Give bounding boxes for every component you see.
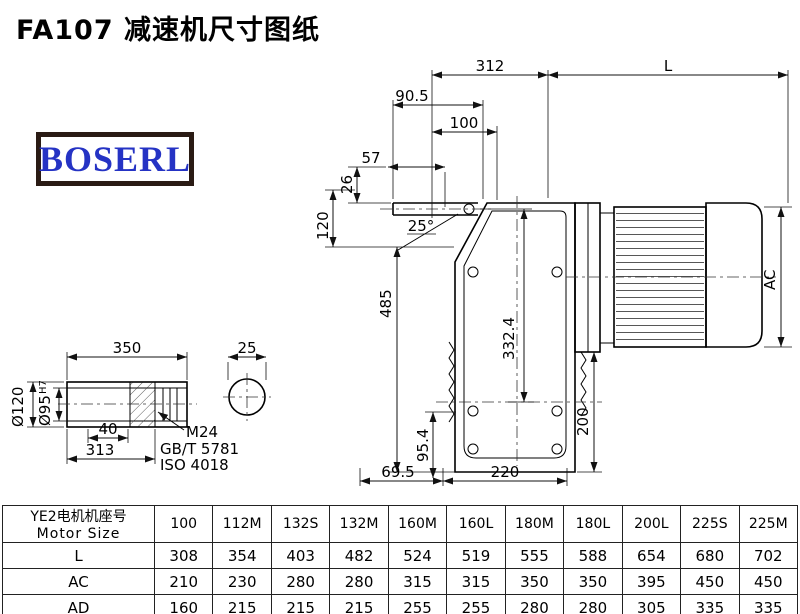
col-header-200L: 200L <box>621 505 682 543</box>
table-header-row: YE2电机机座号 Motor Size 100 112M 132S 132M 1… <box>2 505 799 543</box>
col-header-132S: 132S <box>270 505 331 543</box>
col-header-160M: 160M <box>387 505 448 543</box>
col-header-225M: 225M <box>738 505 799 543</box>
value-cell: 215 <box>270 594 331 614</box>
dim-57: 57 <box>361 149 380 167</box>
value-cell: 524 <box>387 542 448 569</box>
dim-120: 120 <box>314 211 332 240</box>
shaft-detail-dimensions: 350 Ø120 Ø95 H7 40 313 25 <box>9 339 267 464</box>
motor-size-header-en: Motor Size <box>36 526 121 542</box>
boserl-logo: BOSERL <box>36 132 194 186</box>
shaft-detail-view <box>58 373 271 428</box>
value-cell: 335 <box>738 594 799 614</box>
value-cell: 395 <box>621 568 682 595</box>
value-cell: 255 <box>387 594 448 614</box>
callout-gbt-5781: GB/T 5781 <box>160 440 239 458</box>
thread-callout: M24 GB/T 5781 ISO 4018 <box>157 411 239 474</box>
dim-dia120: Ø120 <box>9 387 27 427</box>
table-row-AD: AD 160 215 215 215 255 255 280 280 305 3… <box>2 594 799 614</box>
value-cell: 350 <box>504 568 565 595</box>
value-cell: 280 <box>270 568 331 595</box>
col-header-132M: 132M <box>329 505 389 543</box>
value-cell: 450 <box>738 568 799 595</box>
value-cell: 280 <box>329 568 389 595</box>
value-cell: 255 <box>446 594 506 614</box>
dim-350: 350 <box>113 339 142 357</box>
table-row-AC: AC 210 230 280 280 315 315 350 350 395 4… <box>2 568 799 595</box>
value-cell: 280 <box>504 594 565 614</box>
value-cell: 305 <box>621 594 682 614</box>
dim-69-5: 69.5 <box>381 463 414 481</box>
value-cell: 654 <box>621 542 682 569</box>
col-header-225S: 225S <box>680 505 740 543</box>
dim-332-4: 332.4 <box>500 317 518 360</box>
value-cell: 210 <box>153 568 214 595</box>
dim-312: 312 <box>476 57 505 75</box>
dim-90-5: 90.5 <box>395 87 428 105</box>
value-cell: 354 <box>212 542 272 569</box>
motor-size-header-cn: YE2电机机座号 <box>30 509 127 525</box>
value-cell: 588 <box>563 542 623 569</box>
dim-100: 100 <box>450 114 479 132</box>
value-cell: 403 <box>270 542 331 569</box>
dim-313: 313 <box>86 441 115 459</box>
main-view-dimensions: 312 L 90.5 100 57 25° 26 120 485 332.4 2… <box>314 57 792 486</box>
value-cell: 350 <box>563 568 623 595</box>
motor <box>566 202 776 353</box>
dim-25: 25 <box>237 339 256 357</box>
dim-AC: AC <box>761 270 779 290</box>
dim-L: L <box>664 57 673 75</box>
value-cell: 482 <box>329 542 389 569</box>
page-title: FA107 减速机尺寸图纸 <box>16 15 321 46</box>
value-cell: 315 <box>446 568 506 595</box>
value-cell: 555 <box>504 542 565 569</box>
col-header-180M: 180M <box>504 505 565 543</box>
callout-iso-4018: ISO 4018 <box>160 456 229 474</box>
value-cell: 215 <box>212 594 272 614</box>
dim-dia95: Ø95 <box>36 395 54 426</box>
value-cell: 308 <box>153 542 214 569</box>
dim-25deg: 25° <box>408 217 435 235</box>
col-header-160L: 160L <box>446 505 506 543</box>
value-cell: 315 <box>387 568 448 595</box>
table-row-L: L 308 354 403 482 524 519 555 588 654 68… <box>2 542 799 569</box>
dim-95-4: 95.4 <box>414 429 432 462</box>
boserl-logo-text: BOSERL <box>38 139 192 179</box>
value-cell: 280 <box>563 594 623 614</box>
col-header-100: 100 <box>153 505 214 543</box>
dim-485: 485 <box>377 289 395 318</box>
dim-40: 40 <box>98 420 117 438</box>
value-cell: 519 <box>446 542 506 569</box>
value-cell: 702 <box>738 542 799 569</box>
dim-dia95-tolerance: H7 <box>38 380 49 394</box>
motor-size-header-cell: YE2电机机座号 Motor Size <box>2 505 155 543</box>
col-header-112M: 112M <box>212 505 272 543</box>
value-cell: 335 <box>680 594 740 614</box>
dim-200: 200 <box>574 407 592 436</box>
value-cell: 160 <box>153 594 214 614</box>
value-cell: 215 <box>329 594 389 614</box>
row-label-L: L <box>2 542 155 569</box>
callout-m24: M24 <box>186 423 218 441</box>
col-header-180L: 180L <box>563 505 623 543</box>
row-label-AC: AC <box>2 568 155 595</box>
input-shaft <box>380 202 492 251</box>
motor-size-table: YE2电机机座号 Motor Size 100 112M 132S 132M 1… <box>2 505 799 614</box>
value-cell: 230 <box>212 568 272 595</box>
dim-220: 220 <box>491 463 520 481</box>
dim-26: 26 <box>338 175 356 194</box>
value-cell: 450 <box>680 568 740 595</box>
dimension-drawing: 312 L 90.5 100 57 25° 26 120 485 332.4 2… <box>9 57 792 486</box>
value-cell: 680 <box>680 542 740 569</box>
row-label-AD: AD <box>2 594 155 614</box>
